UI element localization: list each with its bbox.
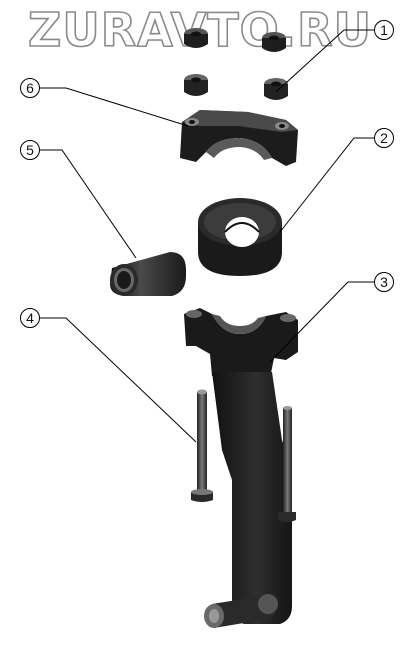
leader-line-2 bbox=[279, 137, 374, 233]
leader-line-4 bbox=[40, 317, 197, 443]
leader-line-1 bbox=[275, 29, 374, 93]
callout-3-label: 3 bbox=[380, 274, 388, 290]
callout-5: 5 bbox=[20, 140, 40, 160]
leader-lines bbox=[40, 29, 374, 443]
callout-2: 2 bbox=[374, 128, 394, 148]
rod-cap-part bbox=[180, 110, 298, 166]
nut-top-left bbox=[184, 28, 208, 48]
leader-line-5 bbox=[40, 149, 137, 259]
leader-line-3 bbox=[269, 281, 374, 363]
callout-6: 6 bbox=[20, 78, 40, 98]
callout-2-label: 2 bbox=[380, 130, 388, 146]
sleeve-part bbox=[110, 252, 186, 296]
callout-5-label: 5 bbox=[26, 142, 34, 158]
callout-1-label: 1 bbox=[380, 22, 388, 38]
callout-3: 3 bbox=[374, 272, 394, 292]
bushing-ring-part bbox=[198, 198, 282, 276]
nut-lower-left bbox=[184, 74, 208, 96]
bolt-part bbox=[191, 389, 213, 502]
connecting-rod-part bbox=[184, 308, 298, 628]
rod-end-pin bbox=[204, 594, 278, 628]
nut-top-right bbox=[262, 32, 286, 52]
callout-4: 4 bbox=[20, 308, 40, 328]
leader-line-6 bbox=[40, 87, 189, 127]
nut-lower-right bbox=[264, 78, 288, 100]
callout-4-label: 4 bbox=[26, 310, 34, 326]
callout-6-label: 6 bbox=[26, 80, 34, 96]
callout-1: 1 bbox=[374, 20, 394, 40]
